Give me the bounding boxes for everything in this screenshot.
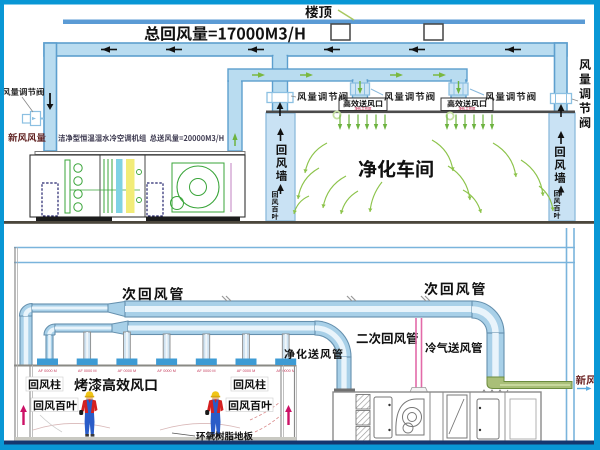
svg-text:AF 0000 M: AF 0000 M	[78, 369, 97, 373]
svg-text:AF 0000 M: AF 0000 M	[38, 369, 57, 373]
svg-text:AF 0000 M: AF 0000 M	[197, 369, 216, 373]
svg-text:AF 0000 M: AF 0000 M	[157, 369, 176, 373]
svg-text:AF 0000 M: AF 0000 M	[237, 369, 256, 373]
svg-text:AF 0000 M: AF 0000 M	[118, 369, 137, 373]
svg-text:AF 0000 M: AF 0000 M	[276, 369, 295, 373]
